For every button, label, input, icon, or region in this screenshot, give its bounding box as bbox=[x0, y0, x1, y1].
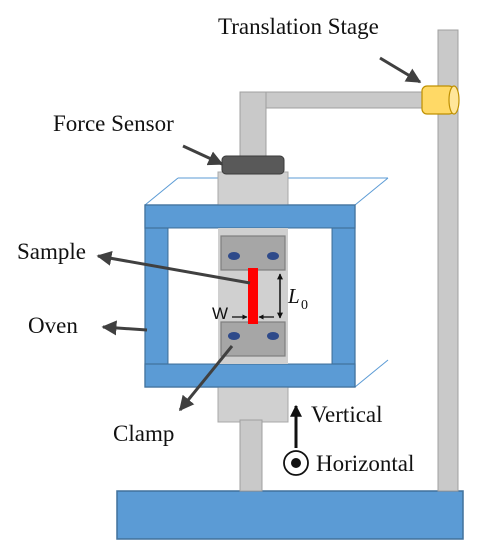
width-label: W bbox=[212, 304, 228, 323]
sample-arrow bbox=[96, 250, 251, 285]
translation-stage-arrow bbox=[379, 56, 422, 84]
force-sensor-label: Force Sensor bbox=[53, 111, 174, 136]
sample-label: Sample bbox=[17, 239, 86, 264]
lower-rod bbox=[239, 419, 263, 492]
clamp-arrow bbox=[178, 345, 234, 412]
force-sensor-arrow bbox=[182, 144, 224, 166]
translation-stage bbox=[421, 85, 460, 115]
horizontal-label: Horizontal bbox=[316, 451, 414, 476]
length-label: L bbox=[287, 284, 300, 308]
horizontal-arm bbox=[239, 91, 441, 109]
support-pole bbox=[437, 29, 459, 492]
base-plate bbox=[116, 490, 464, 540]
clamp-label: Clamp bbox=[113, 421, 174, 446]
translation-stage-label: Translation Stage bbox=[218, 14, 379, 39]
lower-clamp bbox=[220, 321, 286, 357]
sample-strip bbox=[248, 268, 258, 324]
vertical-label: Vertical bbox=[311, 402, 383, 427]
upper-column bbox=[239, 91, 267, 163]
oven-label: Oven bbox=[28, 313, 78, 338]
oven-arrow bbox=[101, 320, 148, 336]
length-subscript: 0 bbox=[301, 298, 308, 313]
horizontal-indicator-icon bbox=[283, 450, 309, 476]
force-sensor bbox=[221, 155, 285, 175]
upper-clamp bbox=[220, 235, 286, 271]
